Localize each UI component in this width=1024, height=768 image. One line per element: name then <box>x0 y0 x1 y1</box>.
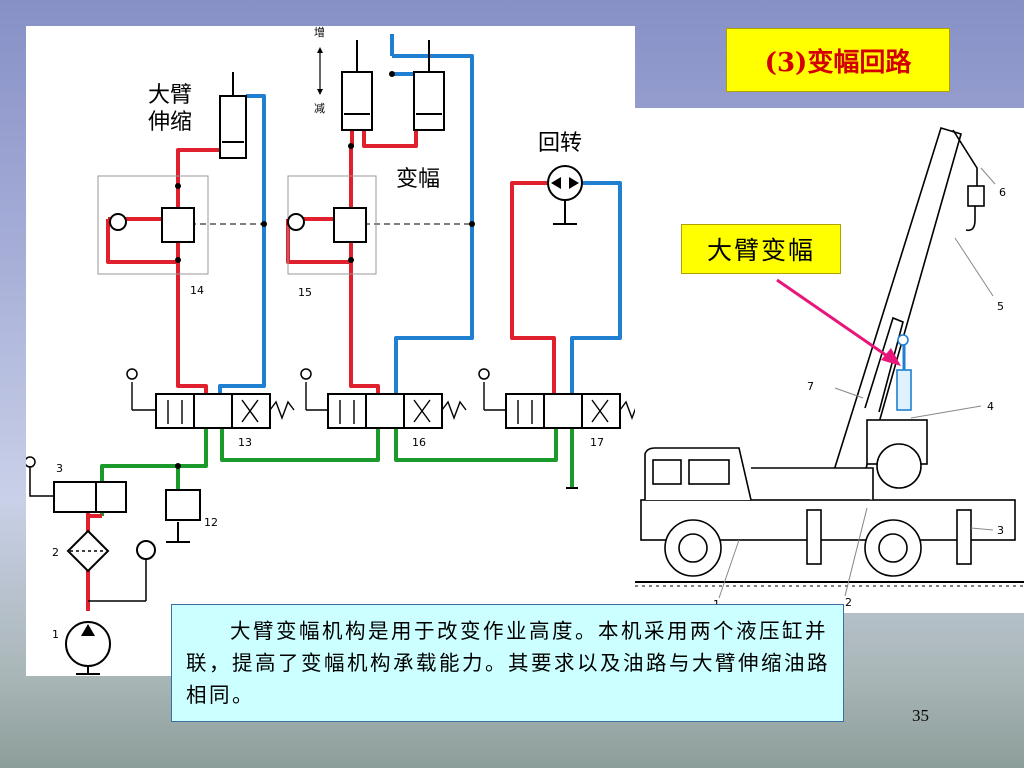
slide-title: (3)变幅回路 <box>726 28 950 92</box>
part-15: 15 <box>298 286 312 299</box>
crane-part-6: 6 <box>999 186 1006 199</box>
part-1: 1 <box>52 628 59 641</box>
description-text: 大臂变幅机构是用于改变作业高度。本机采用两个液压缸并联，提高了变幅机构承载能力。… <box>171 604 844 722</box>
balance-valve-14-box <box>97 175 209 275</box>
pointer-arrow <box>776 278 894 362</box>
boom-luffing-label: 大臂变幅 <box>681 224 841 274</box>
label-boom-telescope-2: 伸缩 <box>148 110 192 135</box>
crane-drawing-panel: 6 5 7 4 3 1 2 <box>635 108 1024 613</box>
telescope-cylinder <box>219 95 247 159</box>
slewing-return-line <box>570 181 622 406</box>
valve-3-right <box>95 481 127 513</box>
luffing-cylinder-left <box>341 71 373 131</box>
crane-part-5: 5 <box>997 300 1004 313</box>
crane-part-7: 7 <box>807 380 814 393</box>
label-slewing: 回转 <box>538 131 582 156</box>
slewing-pressure-line <box>510 181 556 406</box>
telescope-pressure-line <box>176 148 224 406</box>
crane-part-3: 3 <box>997 524 1004 537</box>
luffing-pressure-line <box>349 126 380 406</box>
relief-valve-12 <box>165 489 201 521</box>
luffing-cylinder-right <box>413 71 445 131</box>
telescope-return-line <box>218 94 266 406</box>
schematic-drawing: 大臂 伸缩 增 减 变幅 回转 14 15 13 16 17 3 12 2 1 <box>24 25 645 675</box>
luffing-return-line <box>390 34 474 406</box>
valve-3-left <box>53 481 97 513</box>
hydraulic-schematic: 大臂 伸缩 增 减 变幅 回转 14 15 13 16 17 3 12 2 1 <box>24 25 645 676</box>
label-boom-telescope-1: 大臂 <box>148 83 192 108</box>
part-2: 2 <box>52 546 59 559</box>
crane-part-4: 4 <box>987 400 994 413</box>
turntable <box>876 443 922 489</box>
part-3: 3 <box>56 462 63 475</box>
part-14: 14 <box>190 284 204 297</box>
gauge <box>136 540 156 560</box>
part-17: 17 <box>590 436 604 449</box>
crane-part-2: 2 <box>845 596 852 609</box>
outrigger-front <box>806 509 822 565</box>
part-16: 16 <box>412 436 426 449</box>
page-number: 35 <box>912 706 929 725</box>
label-increase: 增 <box>314 26 325 39</box>
hook-block <box>967 185 985 207</box>
part-13: 13 <box>238 436 252 449</box>
part-12: 12 <box>204 516 218 529</box>
label-luffing: 变幅 <box>396 167 440 192</box>
label-decrease: 减 <box>314 102 325 115</box>
crane-drawing: 6 5 7 4 3 1 2 <box>635 127 1024 611</box>
luffing-cylinder-barrel <box>896 369 912 411</box>
outrigger-rear <box>956 509 972 565</box>
